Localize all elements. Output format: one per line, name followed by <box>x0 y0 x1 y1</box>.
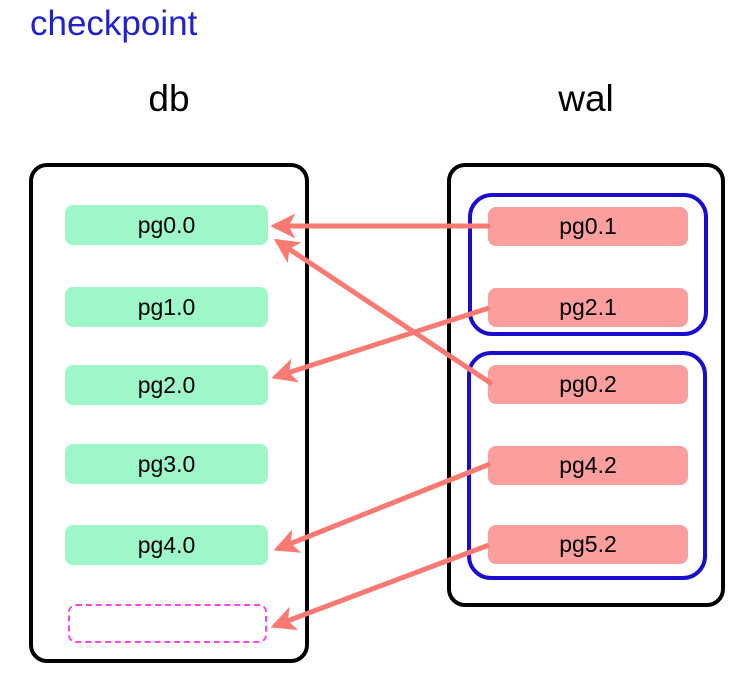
wal-entry-pg4.2: pg4.2 <box>488 446 688 485</box>
db-page-pg4.0: pg4.0 <box>65 525 268 565</box>
db-page-pg0.0: pg0.0 <box>65 205 268 245</box>
wal-entry-pg2.1: pg2.1 <box>488 288 688 327</box>
wal-entry-pg0.2: pg0.2 <box>488 365 688 404</box>
db-column-label: db <box>148 78 190 119</box>
db-empty-page-slot <box>68 604 267 643</box>
db-page-pg1.0: pg1.0 <box>65 287 268 327</box>
db-page-pg2.0: pg2.0 <box>65 365 268 405</box>
wal-entry-pg5.2: pg5.2 <box>488 525 688 564</box>
db-page-pg3.0: pg3.0 <box>65 444 268 484</box>
page-title: checkpoint <box>30 4 198 43</box>
wal-column-label: wal <box>558 78 614 119</box>
db-container <box>29 163 309 663</box>
wal-entry-pg0.1: pg0.1 <box>488 207 688 246</box>
